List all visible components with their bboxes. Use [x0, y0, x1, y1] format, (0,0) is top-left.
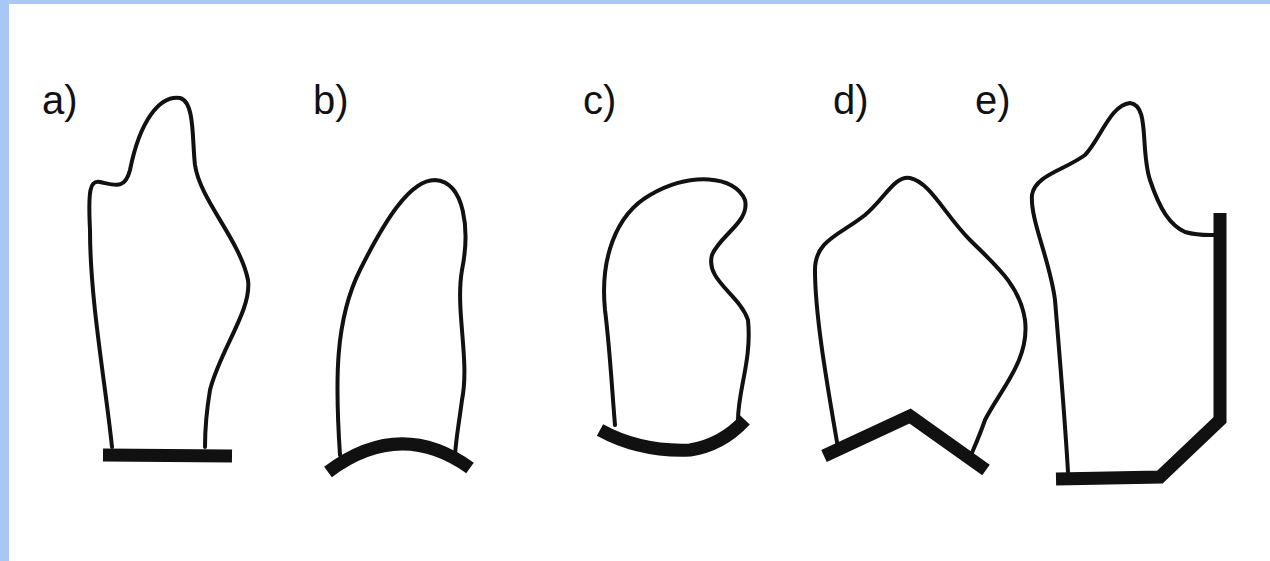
frame-bar — [0, 0, 9, 561]
figure-label: b) — [313, 80, 349, 120]
frame-bar — [0, 0, 1270, 4]
figure-label: d) — [833, 80, 869, 120]
profile-outline — [604, 179, 749, 425]
figure-label: c) — [583, 80, 616, 120]
base-line — [600, 420, 745, 450]
base-line — [824, 416, 986, 470]
base-line — [103, 455, 232, 456]
profile-outline — [89, 98, 248, 447]
profile-outline — [337, 180, 465, 458]
figure-label: a) — [42, 80, 78, 120]
profile-outline — [1032, 103, 1215, 472]
base-line — [328, 444, 470, 472]
base-line — [1056, 213, 1220, 479]
figure-label: e) — [975, 80, 1011, 120]
